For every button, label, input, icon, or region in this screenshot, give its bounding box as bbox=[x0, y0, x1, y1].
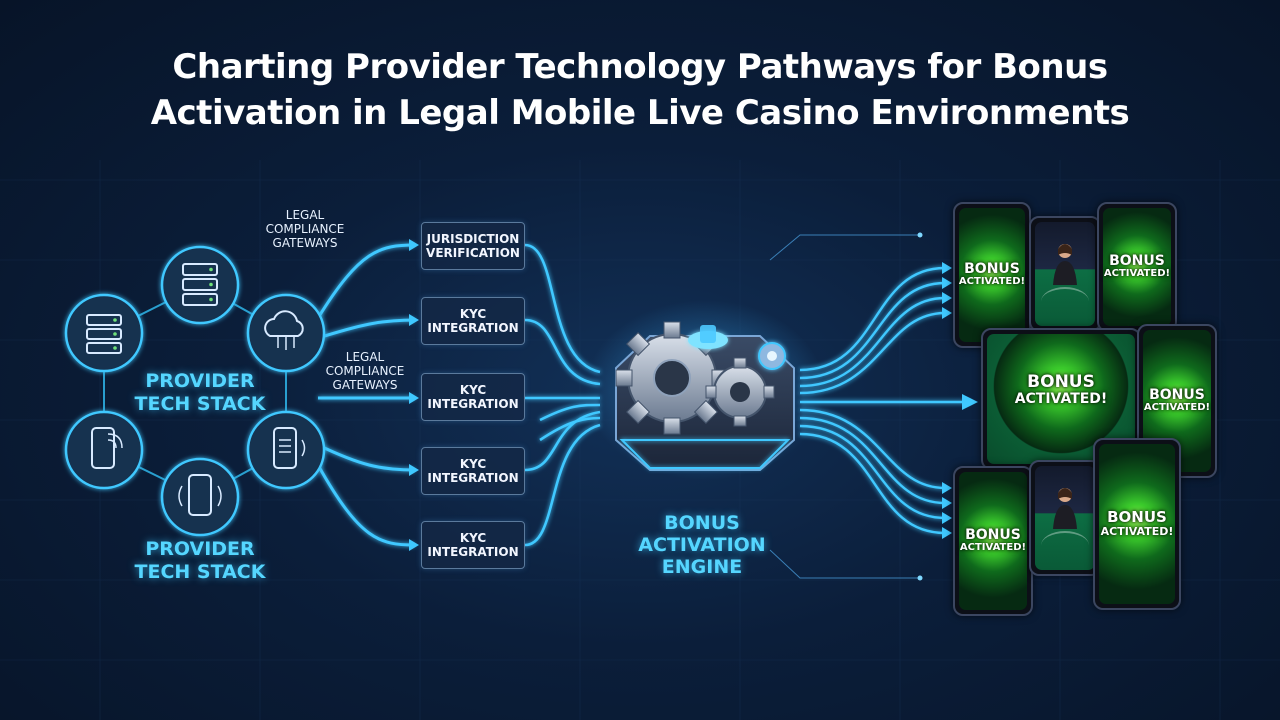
bonus-line: BONUS bbox=[1027, 371, 1095, 392]
gate-label: INTEGRATION bbox=[427, 397, 519, 411]
label-line: GATEWAYS bbox=[332, 378, 398, 392]
provider-node-server-rack bbox=[160, 245, 240, 325]
gate-label: INTEGRATION bbox=[427, 321, 519, 335]
provider-node-mobile-touch bbox=[64, 410, 144, 490]
bonus-line: ACTIVATED! bbox=[1103, 268, 1171, 280]
label-line: GATEWAYS bbox=[272, 236, 338, 250]
bonus-line: BONUS bbox=[964, 261, 1020, 278]
device-screen bbox=[1035, 222, 1095, 326]
gate-label: VERIFICATION bbox=[426, 246, 520, 260]
bonus-activated-text: BONUS ACTIVATED! bbox=[1014, 371, 1108, 407]
bonus-line: BONUS bbox=[1149, 387, 1205, 404]
label-line: BONUS bbox=[664, 512, 740, 534]
bonus-activation-engine-label: BONUS ACTIVATION ENGINE bbox=[622, 512, 782, 578]
provider-node-smartphone-vibrate bbox=[246, 410, 326, 490]
provider-node-cloud bbox=[246, 293, 326, 373]
legal-compliance-gateways-label: LEGAL COMPLIANCE GATEWAYS bbox=[250, 208, 360, 250]
provider-node-mobile-wave bbox=[160, 457, 240, 537]
gate-jurisdiction-verification: JURISDICTION VERIFICATION bbox=[421, 222, 525, 270]
bonus-activated-text: BONUS ACTIVATED! bbox=[1104, 254, 1170, 279]
bonus-line: BONUS bbox=[1109, 253, 1165, 270]
legal-compliance-gateways-label: LEGAL COMPLIANCE GATEWAYS bbox=[310, 350, 420, 392]
phone-device: BONUS ACTIVATED! bbox=[1097, 202, 1177, 332]
bonus-line: BONUS bbox=[965, 527, 1021, 544]
bonus-activated-text: BONUS ACTIVATED! bbox=[1144, 388, 1210, 413]
live-table-device bbox=[1029, 216, 1101, 332]
bonus-activated-text: BONUS ACTIVATED! bbox=[959, 262, 1025, 287]
device-screen: BONUS ACTIVATED! bbox=[959, 208, 1025, 342]
gate-arrowheads bbox=[409, 239, 419, 551]
connector-dot bbox=[917, 575, 923, 581]
device-arrowheads bbox=[942, 262, 978, 539]
bonus-line: ACTIVATED! bbox=[1100, 525, 1174, 539]
title-line-2: Activation in Legal Mobile Live Casino E… bbox=[150, 93, 1130, 133]
label-line: LEGAL bbox=[285, 208, 325, 222]
gate-kyc-integration: KYC INTEGRATION bbox=[421, 373, 525, 421]
bonus-line: ACTIVATED! bbox=[959, 542, 1027, 554]
bonus-line: ACTIVATED! bbox=[958, 276, 1026, 288]
gate-label: INTEGRATION bbox=[427, 471, 519, 485]
label-line: LEGAL bbox=[345, 350, 385, 364]
thin-connectors bbox=[769, 234, 920, 579]
dealer-icon bbox=[1053, 243, 1077, 285]
provider-tech-stack-label: PROVIDER TECH STACK bbox=[120, 370, 280, 416]
label-line: PROVIDER bbox=[145, 370, 255, 392]
gate-label: INTEGRATION bbox=[427, 545, 519, 559]
device-screen: BONUS ACTIVATED! bbox=[987, 334, 1135, 464]
gate-label: JURISDICTION bbox=[426, 232, 520, 246]
gate-label: KYC bbox=[459, 307, 487, 321]
table-felt-arc bbox=[1041, 286, 1089, 316]
bonus-activation-engine-icon bbox=[585, 300, 825, 480]
gate-label: KYC bbox=[459, 383, 487, 397]
gate-label: KYC bbox=[459, 457, 487, 471]
bonus-line: BONUS bbox=[1107, 508, 1167, 527]
label-line: PROVIDER bbox=[145, 538, 255, 560]
connector-dot bbox=[917, 232, 923, 238]
device-screen: BONUS ACTIVATED! bbox=[1099, 444, 1175, 604]
label-line: ACTIVATION bbox=[638, 534, 766, 556]
gate-kyc-integration: KYC INTEGRATION bbox=[421, 447, 525, 495]
bonus-activated-text: BONUS ACTIVATED! bbox=[960, 528, 1026, 553]
label-line: COMPLIANCE bbox=[265, 222, 345, 236]
device-screen: BONUS ACTIVATED! bbox=[959, 472, 1027, 610]
label-line: TECH STACK bbox=[134, 561, 266, 583]
bonus-activated-text: BONUS ACTIVATED! bbox=[1100, 508, 1174, 539]
live-table-device bbox=[1029, 460, 1101, 576]
phone-device: BONUS ACTIVATED! bbox=[953, 466, 1033, 616]
label-line: TECH STACK bbox=[134, 393, 266, 415]
bonus-line: ACTIVATED! bbox=[1143, 402, 1211, 414]
engine-to-device-paths bbox=[799, 266, 970, 535]
phone-device: BONUS ACTIVATED! bbox=[953, 202, 1031, 348]
provider-tech-stack-bottom-label: PROVIDER TECH STACK bbox=[110, 538, 290, 584]
label-line: ENGINE bbox=[661, 556, 743, 578]
dealer-icon bbox=[1053, 487, 1077, 529]
page-title: Charting Provider Technology Pathways fo… bbox=[0, 44, 1280, 136]
provider-node-server-list bbox=[64, 293, 144, 373]
gate-kyc-integration: KYC INTEGRATION bbox=[421, 521, 525, 569]
tablet-device: BONUS ACTIVATED! bbox=[981, 328, 1141, 470]
table-felt-arc bbox=[1041, 530, 1089, 560]
title-line-1: Charting Provider Technology Pathways fo… bbox=[172, 47, 1108, 87]
label-line: COMPLIANCE bbox=[325, 364, 405, 378]
device-screen bbox=[1035, 466, 1095, 570]
phone-device: BONUS ACTIVATED! bbox=[1093, 438, 1181, 610]
device-screen: BONUS ACTIVATED! bbox=[1103, 208, 1171, 326]
bonus-line: ACTIVATED! bbox=[1014, 390, 1108, 407]
gate-label: KYC bbox=[459, 531, 487, 545]
provider-to-gate-paths bbox=[316, 243, 416, 547]
gate-kyc-integration: KYC INTEGRATION bbox=[421, 297, 525, 345]
